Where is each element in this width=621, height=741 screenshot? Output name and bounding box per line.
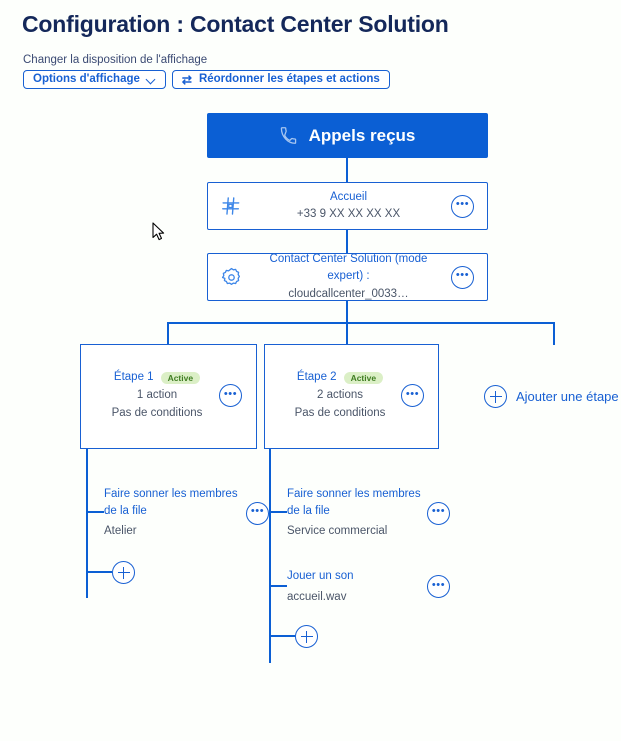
step-2-status-badge: Active xyxy=(343,371,384,385)
display-options-button[interactable]: Options d'affichage xyxy=(23,70,166,89)
step-1-name: Étape 1 xyxy=(113,371,154,383)
step-1-action-count: 1 action xyxy=(136,388,178,401)
step-card-1[interactable]: Étape 1 Active 1 action Pas de condition… xyxy=(80,344,257,449)
node-accueil-number: +33 9 XX XX XX XX xyxy=(296,208,401,220)
action-step2-a2-menu-button[interactable]: ••• xyxy=(427,575,450,599)
chevron-down-icon xyxy=(147,75,156,84)
node-accueil-body: Accueil +33 9 XX XX XX XX xyxy=(254,189,451,224)
connector-ccs-stem xyxy=(346,301,348,324)
connector-drop-add-step xyxy=(553,322,555,345)
step-1-header: Étape 1 Active xyxy=(95,369,219,387)
node-ccs-menu-button[interactable]: ••• xyxy=(451,265,474,289)
gear-icon xyxy=(208,267,254,288)
step-2-text: Étape 2 Active 2 actions Pas de conditio… xyxy=(265,369,401,422)
rail-step1 xyxy=(86,449,88,598)
action-step2-play-sound[interactable]: Jouer un son accueil.wav ••• xyxy=(287,568,463,605)
node-contact-center-solution[interactable]: Contact Center Solution (mode expert) : … xyxy=(207,253,488,301)
mouse-cursor xyxy=(152,222,166,247)
node-ccs-subtitle: cloudcallcenter_0033… xyxy=(288,287,409,300)
node-ccs-title: Contact Center Solution (mode expert) : xyxy=(269,253,428,283)
rail-step1-tick-action1 xyxy=(86,511,104,513)
action-step2-a1-subtitle: Service commercial xyxy=(287,525,388,538)
swap-icon: ⇄ xyxy=(181,72,192,87)
action-step2-a2-text: Jouer un son accueil.wav xyxy=(287,568,427,605)
connector-branch-bus xyxy=(167,322,555,324)
rail-step1-tick-add xyxy=(86,571,112,573)
node-accueil[interactable]: Accueil +33 9 XX XX XX XX ••• xyxy=(207,182,488,230)
action-step2-a2-title: Jouer un son xyxy=(287,570,354,582)
add-step-button[interactable]: Ajouter une étape xyxy=(484,385,619,408)
rail-step2 xyxy=(269,449,271,663)
step-1-menu-button[interactable]: ••• xyxy=(219,384,242,408)
toolbar: Options d'affichage ⇄ Réordonner les éta… xyxy=(23,70,390,89)
step-card-2[interactable]: Étape 2 Active 2 actions Pas de conditio… xyxy=(264,344,439,449)
add-step-label: Ajouter une étape xyxy=(516,389,619,404)
action-step1-text: Faire sonner les membres de la file Atel… xyxy=(104,486,244,540)
action-step2-a1-text: Faire sonner les membres de la file Serv… xyxy=(287,486,427,540)
step-card-1-inner: Étape 1 Active 1 action Pas de condition… xyxy=(81,369,256,422)
action-step2-a1-menu-button[interactable]: ••• xyxy=(427,501,450,525)
connector-drop-step2 xyxy=(346,322,348,345)
rail-step2-tick-action1 xyxy=(269,511,287,513)
action-step2-a1-title: Faire sonner les membres de la file xyxy=(287,488,421,517)
action-step2-a2-subtitle: accueil.wav xyxy=(287,590,347,603)
step-2-menu-button[interactable]: ••• xyxy=(401,384,424,408)
rail-step2-tick-add xyxy=(269,635,295,637)
page-title: Configuration : Contact Center Solution xyxy=(22,11,449,37)
node-accueil-menu-button[interactable]: ••• xyxy=(451,194,474,218)
reorder-steps-button[interactable]: ⇄ Réordonner les étapes et actions xyxy=(171,70,390,89)
add-action-step2-button[interactable] xyxy=(295,625,318,648)
phone-icon xyxy=(280,127,297,144)
step-2-header: Étape 2 Active xyxy=(279,369,401,387)
action-step1-menu-button[interactable]: ••• xyxy=(246,501,269,525)
step-2-conditions: Pas de conditions xyxy=(294,406,386,419)
reorder-steps-label: Réordonner les étapes et actions xyxy=(198,72,380,85)
step-1-text: Étape 1 Active 1 action Pas de condition… xyxy=(81,369,219,422)
step-1-status-badge: Active xyxy=(160,371,201,385)
action-step1-ring-queue[interactable]: Faire sonner les membres de la file Atel… xyxy=(104,486,282,540)
node-ccs-body: Contact Center Solution (mode expert) : … xyxy=(254,251,451,303)
node-incoming-calls[interactable]: Appels reçus xyxy=(207,113,488,158)
step-2-action-count: 2 actions xyxy=(316,388,364,401)
plus-circle-icon xyxy=(484,385,507,408)
node-incoming-calls-label: Appels reçus xyxy=(308,125,416,145)
action-step2-ring-queue[interactable]: Faire sonner les membres de la file Serv… xyxy=(287,486,463,540)
rail-step2-tick-action2 xyxy=(269,585,287,587)
toolbar-caption: Changer la disposition de l'affichage xyxy=(23,54,208,66)
connector-accueil-to-ccs xyxy=(346,230,348,253)
step-card-2-inner: Étape 2 Active 2 actions Pas de conditio… xyxy=(265,369,438,422)
keypad-icon xyxy=(208,195,254,217)
node-accueil-title: Accueil xyxy=(329,190,368,203)
add-action-step1-button[interactable] xyxy=(112,561,135,584)
action-step1-subtitle: Atelier xyxy=(104,525,137,538)
connector-head-to-accueil xyxy=(346,158,348,182)
step-1-conditions: Pas de conditions xyxy=(111,406,203,419)
step-2-name: Étape 2 xyxy=(296,371,337,383)
display-options-label: Options d'affichage xyxy=(33,72,140,85)
action-step1-title: Faire sonner les membres de la file xyxy=(104,488,238,517)
connector-drop-step1 xyxy=(167,322,169,345)
